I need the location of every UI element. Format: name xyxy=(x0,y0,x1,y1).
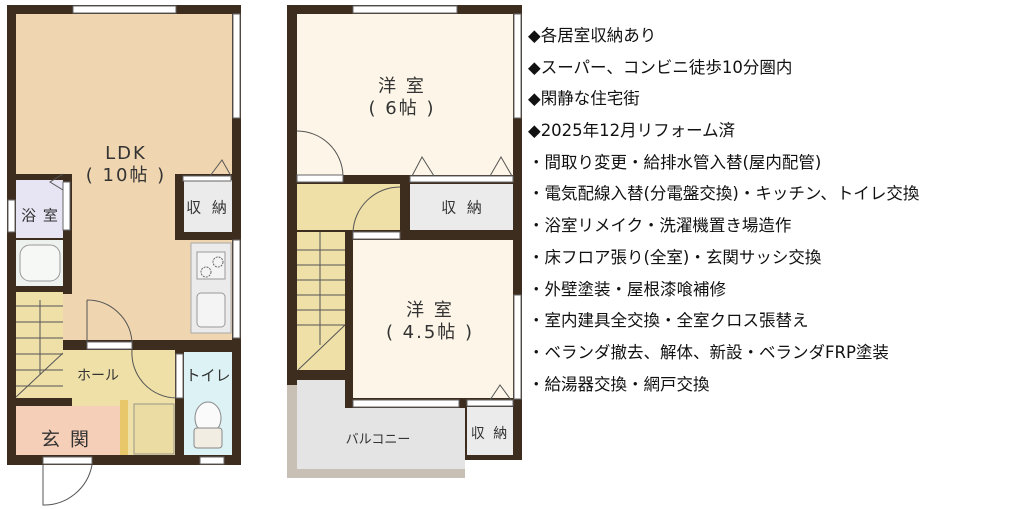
floor-2 xyxy=(287,5,522,478)
storage-2f-1 xyxy=(410,184,513,230)
feature-item: ・浴室リメイク・洗濯機置き場造作 xyxy=(528,216,792,236)
room-size: ( 4.5帖 ) xyxy=(385,322,475,343)
bathtub xyxy=(19,244,61,282)
feature-list: ◆各居室収納あり ◆スーパー、コンビニ徒歩10分圏内 ◆閑静な住宅街 ◆2025… xyxy=(528,20,919,400)
feature-item: ・ベランダ撤去、解体、新設・ベランダFRP塗装 xyxy=(528,342,889,362)
room-ldk: LDK ( 10帖 ) xyxy=(86,143,166,187)
feature-item: ・外壁塗装・屋根漆喰補修 xyxy=(528,279,726,299)
bedroom-4-5 xyxy=(353,240,513,398)
feature-item: ・室内建具全交換・全室クロス張替え xyxy=(528,311,809,331)
room-name: LDK xyxy=(105,143,147,164)
feature-item: ◆閑静な住宅街 xyxy=(528,89,640,109)
bath-room xyxy=(16,180,63,238)
room-size: ( 10帖 ) xyxy=(85,165,167,186)
room-name: 洋 室 xyxy=(378,76,426,97)
hall-label: ホール xyxy=(77,368,119,384)
stairs-2f xyxy=(297,232,345,370)
feature-item: ・間取り変更・給排水管入替(屋内配管) xyxy=(528,152,822,172)
storage-2f-2 xyxy=(467,407,513,455)
feature-item: ・床フロア張り(全室)・玄関サッシ交換 xyxy=(528,247,822,267)
storage-label-1f: 収 納 xyxy=(186,198,230,217)
floor-1 xyxy=(7,5,241,506)
feature-item: ◆2025年12月リフォーム済 xyxy=(528,121,736,141)
stair-landing xyxy=(297,184,400,230)
balcony-label: バルコニー xyxy=(345,432,411,448)
feature-item: ◆スーパー、コンビニ徒歩10分圏内 xyxy=(528,57,793,77)
feature-item: ◆各居室収納あり xyxy=(528,26,657,45)
room-name: 洋 室 xyxy=(406,300,454,321)
storage-label-2f-1: 収 納 xyxy=(441,198,485,217)
room-bedroom-4-5: 洋 室 ( 4.5帖 ) xyxy=(386,300,474,344)
room-size: ( 6帖 ) xyxy=(368,98,436,119)
storage-1f xyxy=(184,180,232,232)
storage-label-2f-2: 収 納 xyxy=(470,426,510,442)
entrance-floor xyxy=(16,406,120,455)
bath-label: 浴 室 xyxy=(21,206,59,225)
room-bedroom-6: 洋 室 ( 6帖 ) xyxy=(369,76,436,120)
toilet-label: トイレ xyxy=(185,364,231,386)
entrance-label: 玄 関 xyxy=(40,428,92,451)
feature-item: ・電気配線入替(分電盤交換)・キッチン、トイレ交換 xyxy=(528,184,920,204)
feature-item: ・給湯器交換・網戸交換 xyxy=(528,374,710,394)
